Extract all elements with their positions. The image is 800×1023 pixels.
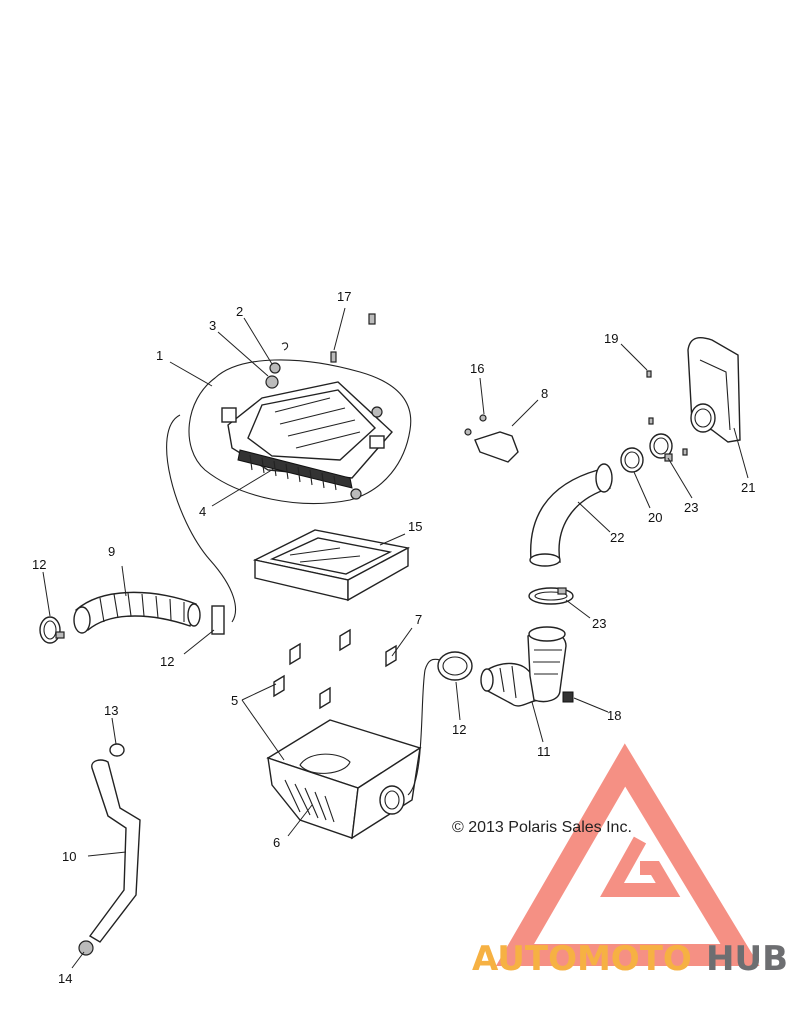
callout-12-middle: 12 [160, 654, 174, 669]
callout-21: 21 [741, 480, 755, 495]
callout-23-upper: 23 [684, 500, 698, 515]
breather-tube-10 [88, 759, 141, 943]
callout-16: 16 [470, 361, 484, 376]
clamp-13 [109, 743, 125, 757]
callout-5: 5 [231, 693, 238, 708]
leader-lines [42, 307, 749, 969]
screws-17 [330, 313, 376, 363]
copyright-text: © 2013 Polaris Sales Inc. [452, 819, 632, 836]
callout-23-lower: 23 [592, 616, 606, 631]
drain-hose-line-right [407, 658, 441, 796]
watermark-text-automoto: AUTOMOTO [472, 939, 692, 979]
callout-4: 4 [199, 504, 206, 519]
callout-14: 14 [58, 971, 72, 986]
airbox-cover [221, 381, 393, 491]
screws-19 [646, 370, 688, 456]
callout-9: 9 [108, 544, 115, 559]
outlet-elbow-11 [480, 626, 567, 707]
watermark-text-hub: HUB [706, 939, 788, 979]
callout-11: 11 [537, 744, 551, 759]
intake-housing-21 [687, 337, 741, 443]
callout-2: 2 [236, 304, 243, 319]
callout-20: 20 [648, 510, 662, 525]
watermark-logo [495, 743, 760, 966]
callout-13: 13 [104, 703, 118, 718]
callout-18: 18 [607, 708, 621, 723]
callout-7: 7 [415, 612, 422, 627]
plug-18 [562, 691, 574, 703]
callout-15: 15 [408, 519, 422, 534]
bracket-8 [464, 414, 519, 463]
clips-5-7 [273, 628, 397, 710]
intake-duct-9 [73, 591, 201, 634]
callout-12-left: 12 [32, 557, 46, 572]
drain-hose-line-left [166, 414, 236, 623]
grommets-2-3 [265, 342, 383, 500]
callout-19: 19 [604, 331, 618, 346]
assembly-1-outline [188, 359, 412, 505]
callout-17: 17 [337, 289, 351, 304]
clamps-12 [39, 605, 473, 681]
airbox-base [266, 719, 422, 840]
callout-10: 10 [62, 849, 76, 864]
callout-1: 1 [156, 348, 163, 363]
callout-6: 6 [273, 835, 280, 850]
callout-22: 22 [610, 530, 624, 545]
clamp-14 [78, 940, 94, 956]
callout-12-right: 12 [452, 722, 466, 737]
air-filter [252, 529, 411, 602]
clamps-20-23 [528, 433, 673, 605]
callout-3: 3 [209, 318, 216, 333]
tube-22 [529, 463, 613, 567]
callout-8: 8 [541, 386, 548, 401]
